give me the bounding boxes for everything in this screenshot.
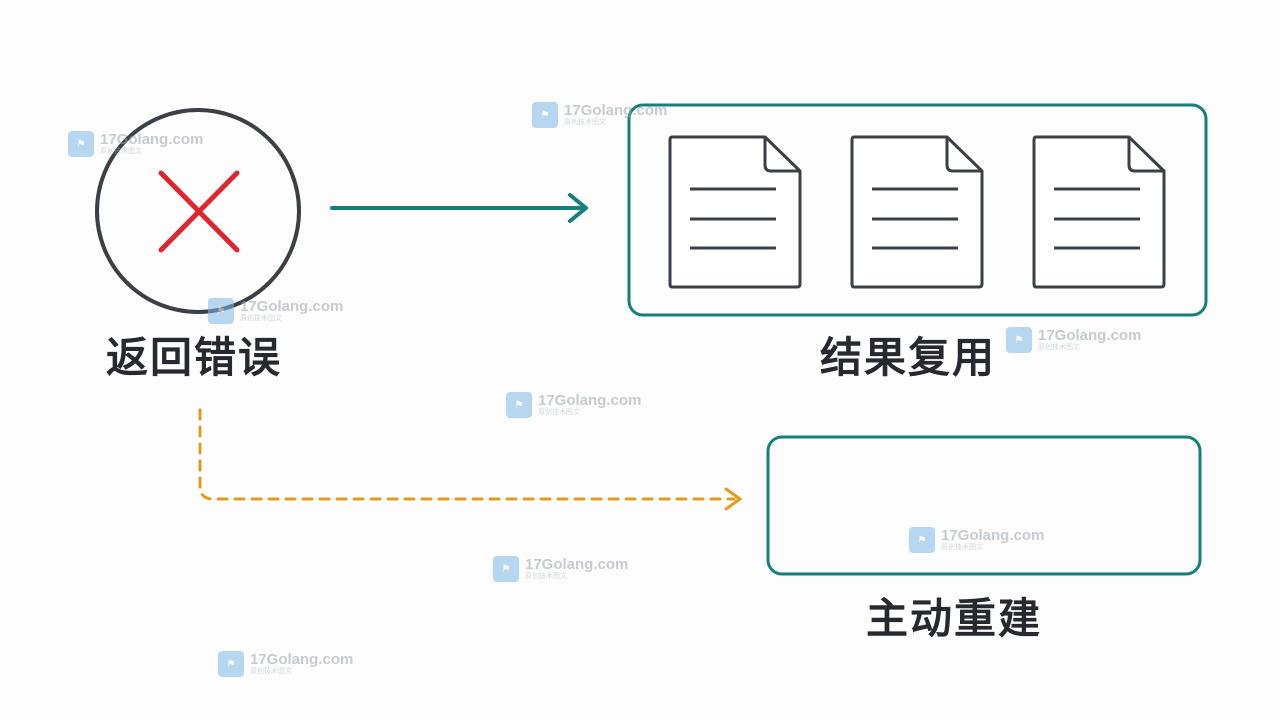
active-rebuild-label: 主动重建 [866,594,1043,643]
reuse-arrow [330,193,588,223]
document-icon [668,135,802,289]
active-rebuild-box [766,435,1202,576]
document-icon [1032,135,1166,289]
error-circle [95,108,301,314]
rebuild-arrow [198,408,742,511]
result-reuse-box [627,103,1208,317]
error-node [95,108,301,314]
document-icon [850,135,984,289]
x-mark-icon [158,170,240,253]
result-reuse-label: 结果复用 [820,333,997,382]
return-error-label: 返回错误 [106,333,283,382]
